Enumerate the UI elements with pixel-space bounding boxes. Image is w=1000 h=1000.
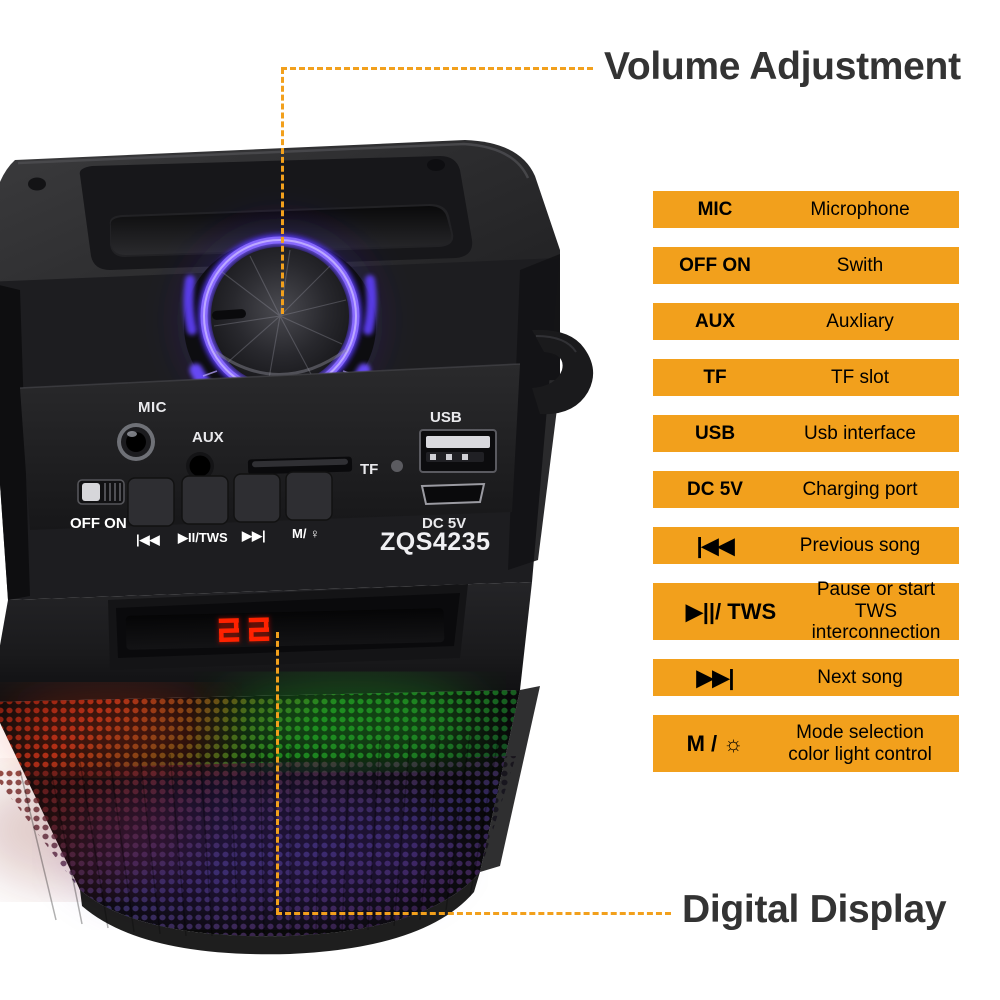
legend-row-play-tws[interactable]: ▶||/ TWS Pause or start TWS interconnect… xyxy=(653,579,959,643)
legend-desc-previous: Previous song xyxy=(799,534,921,556)
legend-desc-tf: TF slot xyxy=(830,366,890,388)
legend-key-tf: TF xyxy=(703,367,727,388)
legend-desc-dc: Charging port xyxy=(802,478,918,500)
callout-display-horizontal xyxy=(276,912,671,915)
digital-display-digits xyxy=(217,616,271,644)
callout-volume-vertical xyxy=(281,68,284,314)
callout-volume-horizontal xyxy=(281,67,593,70)
next-track-icon: ▶▶| xyxy=(696,664,735,690)
knob-cap xyxy=(211,247,349,385)
control-panel: MIC AUX TF USB xyxy=(19,363,521,556)
panel-label-aux: AUX xyxy=(192,429,224,446)
legend-desc-next: Next song xyxy=(817,666,903,688)
legend-desc-usb: Usb interface xyxy=(804,422,916,444)
legend-key-usb: USB xyxy=(694,423,736,444)
legend-row-usb[interactable]: USB Usb interface xyxy=(653,415,959,452)
legend-row-aux[interactable]: AUX Auxliary xyxy=(653,303,959,340)
panel-label-dc: DC 5V xyxy=(422,515,466,532)
panel-label-power: OFF ON xyxy=(70,515,127,532)
rgb-speaker-grille xyxy=(0,680,540,955)
speaker-illustration: MIC AUX TF USB xyxy=(0,140,594,955)
legend-table: MIC Microphone OFF ON Swith AUX Auxliary… xyxy=(653,191,959,791)
legend-desc-mic: Microphone xyxy=(810,198,910,220)
panel-label-usb: USB xyxy=(430,409,462,426)
product-speaker-image: MIC AUX TF USB xyxy=(0,130,660,1000)
panel-label-mode: M/ ♀ xyxy=(292,526,320,541)
callout-label-volume: Volume Adjustment xyxy=(604,45,961,88)
mode-light-icon: M / ☼ xyxy=(686,730,744,756)
side-grip xyxy=(532,329,594,415)
legend-row-previous[interactable]: |◀◀ Previous song xyxy=(653,527,959,564)
play-pause-tws-icon: ▶||/ TWS xyxy=(685,598,777,624)
legend-desc-power: Swith xyxy=(836,254,884,276)
digital-display-window xyxy=(125,608,445,650)
callout-display-vertical xyxy=(276,632,279,914)
legend-key-aux: AUX xyxy=(694,311,736,332)
legend-row-mic[interactable]: MIC Microphone xyxy=(653,191,959,228)
legend-row-dc[interactable]: DC 5V Charging port xyxy=(653,471,959,508)
legend-desc-play-tws: Pause or start TWS interconnection xyxy=(811,578,941,644)
legend-key-dc: DC 5V xyxy=(687,479,743,500)
panel-label-play: ▶II/TWS xyxy=(177,530,228,545)
model-number: ZQS4235 xyxy=(380,528,491,556)
panel-label-mic: MIC xyxy=(138,399,167,416)
legend-desc-mode: Mode selection color light control xyxy=(788,721,932,765)
legend-row-next[interactable]: ▶▶| Next song xyxy=(653,659,959,696)
legend-row-tf[interactable]: TF TF slot xyxy=(653,359,959,396)
legend-key-mic: MIC xyxy=(697,199,733,220)
previous-track-icon: |◀◀ xyxy=(696,532,735,558)
panel-label-next: ▶▶| xyxy=(241,528,266,543)
legend-row-power[interactable]: OFF ON Swith xyxy=(653,247,959,284)
panel-label-tf: TF xyxy=(360,461,378,478)
legend-row-mode[interactable]: M / ☼ Mode selection color light control xyxy=(653,715,959,772)
panel-buttons xyxy=(127,471,333,527)
legend-key-power: OFF ON xyxy=(679,255,751,276)
panel-label-prev: |◀◀ xyxy=(136,532,161,547)
legend-desc-aux: Auxliary xyxy=(826,310,894,332)
callout-label-display: Digital Display xyxy=(682,888,947,931)
